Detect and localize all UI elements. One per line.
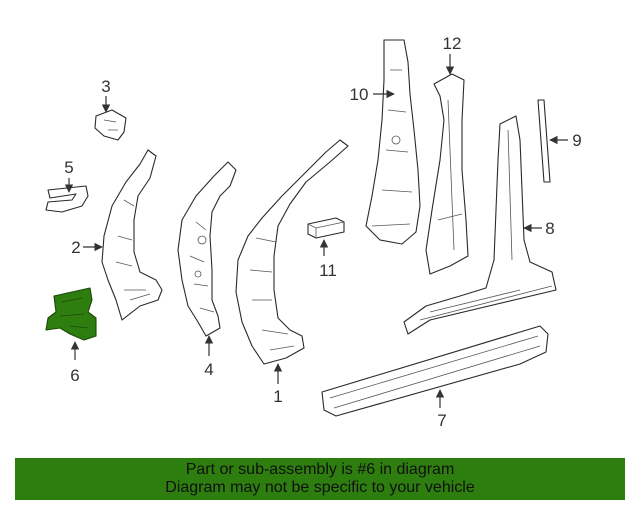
callout-3: 3 [101, 77, 110, 96]
callout-7: 7 [437, 411, 446, 430]
callout-11: 11 [319, 261, 337, 280]
callout-1: 1 [273, 387, 282, 406]
callout-5: 5 [64, 158, 73, 177]
part-7-rocker-panel[interactable] [321, 325, 549, 417]
part-10-pillar-reinforcement[interactable] [365, 39, 421, 245]
part-5-reinforcement[interactable] [45, 185, 89, 213]
callout-9: 9 [572, 131, 581, 150]
part-4-pillar-inner[interactable] [177, 161, 237, 337]
callout-10: 10 [350, 85, 369, 104]
callout-labels: 3 5 2 6 4 1 11 10 12 9 8 7 [64, 34, 581, 430]
part-8-outer-side[interactable] [403, 115, 557, 335]
callout-12: 12 [443, 34, 462, 53]
part-1-body-side[interactable] [235, 139, 349, 365]
callout-8: 8 [545, 219, 554, 238]
part-11-filler-block[interactable] [307, 217, 345, 239]
callout-arrows [64, 54, 568, 408]
callout-4: 4 [204, 360, 213, 379]
part-3-bracket[interactable] [94, 109, 127, 141]
callout-2: 2 [71, 238, 80, 257]
part-12-center-pillar[interactable] [425, 73, 469, 275]
part-6-highlighted-bracket[interactable] [45, 287, 97, 341]
callout-6: 6 [70, 366, 79, 385]
banner-line-2: Diagram may not be specific to your vehi… [165, 479, 475, 496]
part-2-front-pillar[interactable] [101, 149, 163, 321]
part-info-banner: Part or sub-assembly is #6 in diagram Di… [15, 458, 625, 500]
banner-line-1: Part or sub-assembly is #6 in diagram [185, 461, 455, 478]
part-9-weatherstrip[interactable] [537, 99, 551, 183]
